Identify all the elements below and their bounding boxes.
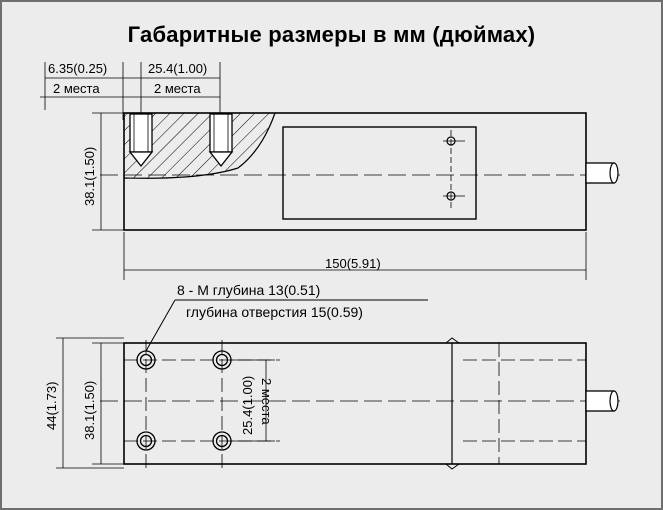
dim-edge-offset: 6.35(0.25)	[48, 61, 108, 76]
dim-hole-pitch-top: 25.4(1.00)	[148, 61, 208, 76]
side-hole-2	[208, 113, 234, 168]
side-hole-1	[128, 113, 154, 168]
dim-hole-pitch-side-note: 2 места	[259, 378, 274, 425]
dim-width-inner: 38.1(1.50)	[82, 380, 97, 440]
dim-height-side: 38.1(1.50)	[82, 146, 97, 206]
dim-width-overall: 44(1.73)	[44, 381, 59, 430]
drawing-title: Габаритные размеры в мм (дюймах)	[127, 22, 536, 47]
section-hatch	[124, 113, 275, 179]
callout-thread: 8 - M глубина 13(0.51)	[177, 282, 321, 298]
top-body-outline	[123, 342, 587, 465]
dim-hole-pitch-side: 25.4(1.00)	[240, 375, 255, 435]
dim-hole-pitch-top-note: 2 места	[154, 81, 201, 96]
dim-length: 150(5.91)	[325, 256, 381, 271]
side-view	[40, 62, 620, 280]
top-hole-3	[136, 431, 156, 451]
side-plate-outline	[282, 126, 477, 220]
callout-hole-depth: глубина отверстия 15(0.59)	[186, 304, 363, 320]
top-view	[56, 299, 620, 470]
dim-edge-offset-note: 2 места	[53, 81, 100, 96]
